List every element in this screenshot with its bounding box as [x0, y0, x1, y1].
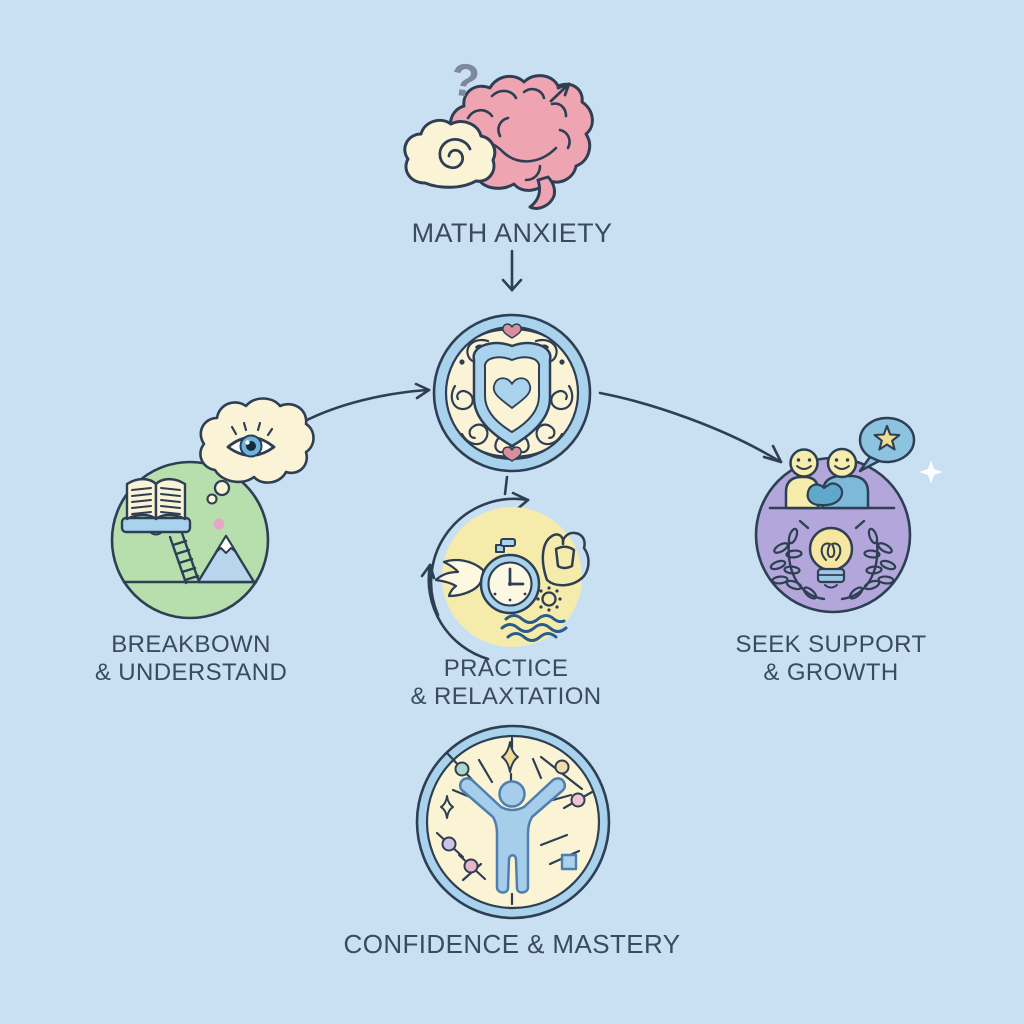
- arrow-understand-to-center: [301, 382, 431, 424]
- small-sparkle-icon: [440, 795, 454, 819]
- arrow-center-to-practice: [503, 475, 509, 496]
- big-sparkle-icon: [501, 741, 519, 773]
- star-icon: [873, 424, 901, 451]
- support-label-line2: & GROWTH: [763, 659, 899, 686]
- winged-stopwatch-icon: [434, 507, 590, 647]
- support-label: SEEK SUPPORT & GROWTH: [735, 631, 926, 687]
- arrow-center-to-support: [598, 391, 783, 464]
- book-ladder-mountain-icon: [110, 460, 270, 620]
- confidence-label: CONFIDENCE & MASTERY: [343, 929, 681, 959]
- anxiety-cloud-icon: [403, 118, 497, 189]
- stress-arrow-icon: [549, 82, 571, 103]
- handshake-icon: [806, 482, 844, 507]
- progress-dots: [441, 759, 586, 874]
- star-speech-bubble-icon: [858, 416, 916, 473]
- eyelashes: [230, 421, 274, 437]
- open-book-icon: [120, 477, 192, 536]
- sun-icon: [536, 586, 562, 612]
- eye-thought-bubble-icon: [199, 397, 315, 505]
- bicep-icon: [541, 531, 590, 587]
- understand-label-line2: & UNDERSTAND: [94, 659, 288, 686]
- laurel-left: [769, 527, 826, 601]
- practice-label-line2: & RELAXTATION: [410, 683, 602, 710]
- square-icon: [560, 853, 578, 871]
- laurel-right: [840, 527, 897, 601]
- ladder-icon: [168, 531, 200, 585]
- wing-icon: [434, 558, 485, 598]
- arrow-anxiety-to-center: [501, 249, 523, 292]
- anxious-brain-icon: ?: [403, 52, 594, 210]
- mountain-icon: [196, 534, 256, 584]
- small-heart-bottom-icon: [502, 446, 522, 462]
- heart-icon: [492, 377, 532, 409]
- confident-person-icon: [415, 724, 611, 920]
- understand-label: BREAKBOWN & UNDERSTAND: [95, 631, 287, 687]
- sparkle-icon: [919, 460, 943, 484]
- friends-lightbulb-laurel-icon: [754, 416, 943, 614]
- person-figure: [458, 777, 567, 894]
- heart-shield-crest-icon: [432, 313, 592, 473]
- practice-label-line1: PRACTICE: [443, 655, 569, 682]
- waves-icon: [500, 614, 568, 642]
- support-label-line1: SEEK SUPPORT: [735, 631, 927, 658]
- lightbulb-icon: [798, 519, 866, 589]
- anxiety-title: MATH ANXIETY: [411, 218, 613, 248]
- practice-label: PRACTICE & RELAXTATION: [410, 655, 601, 711]
- stopwatch-icon: [479, 538, 541, 615]
- pink-dot: [213, 518, 225, 530]
- friends-icon: [784, 447, 870, 510]
- small-heart-top-icon: [502, 323, 522, 339]
- understand-label-line1: BREAKBOWN: [111, 631, 271, 658]
